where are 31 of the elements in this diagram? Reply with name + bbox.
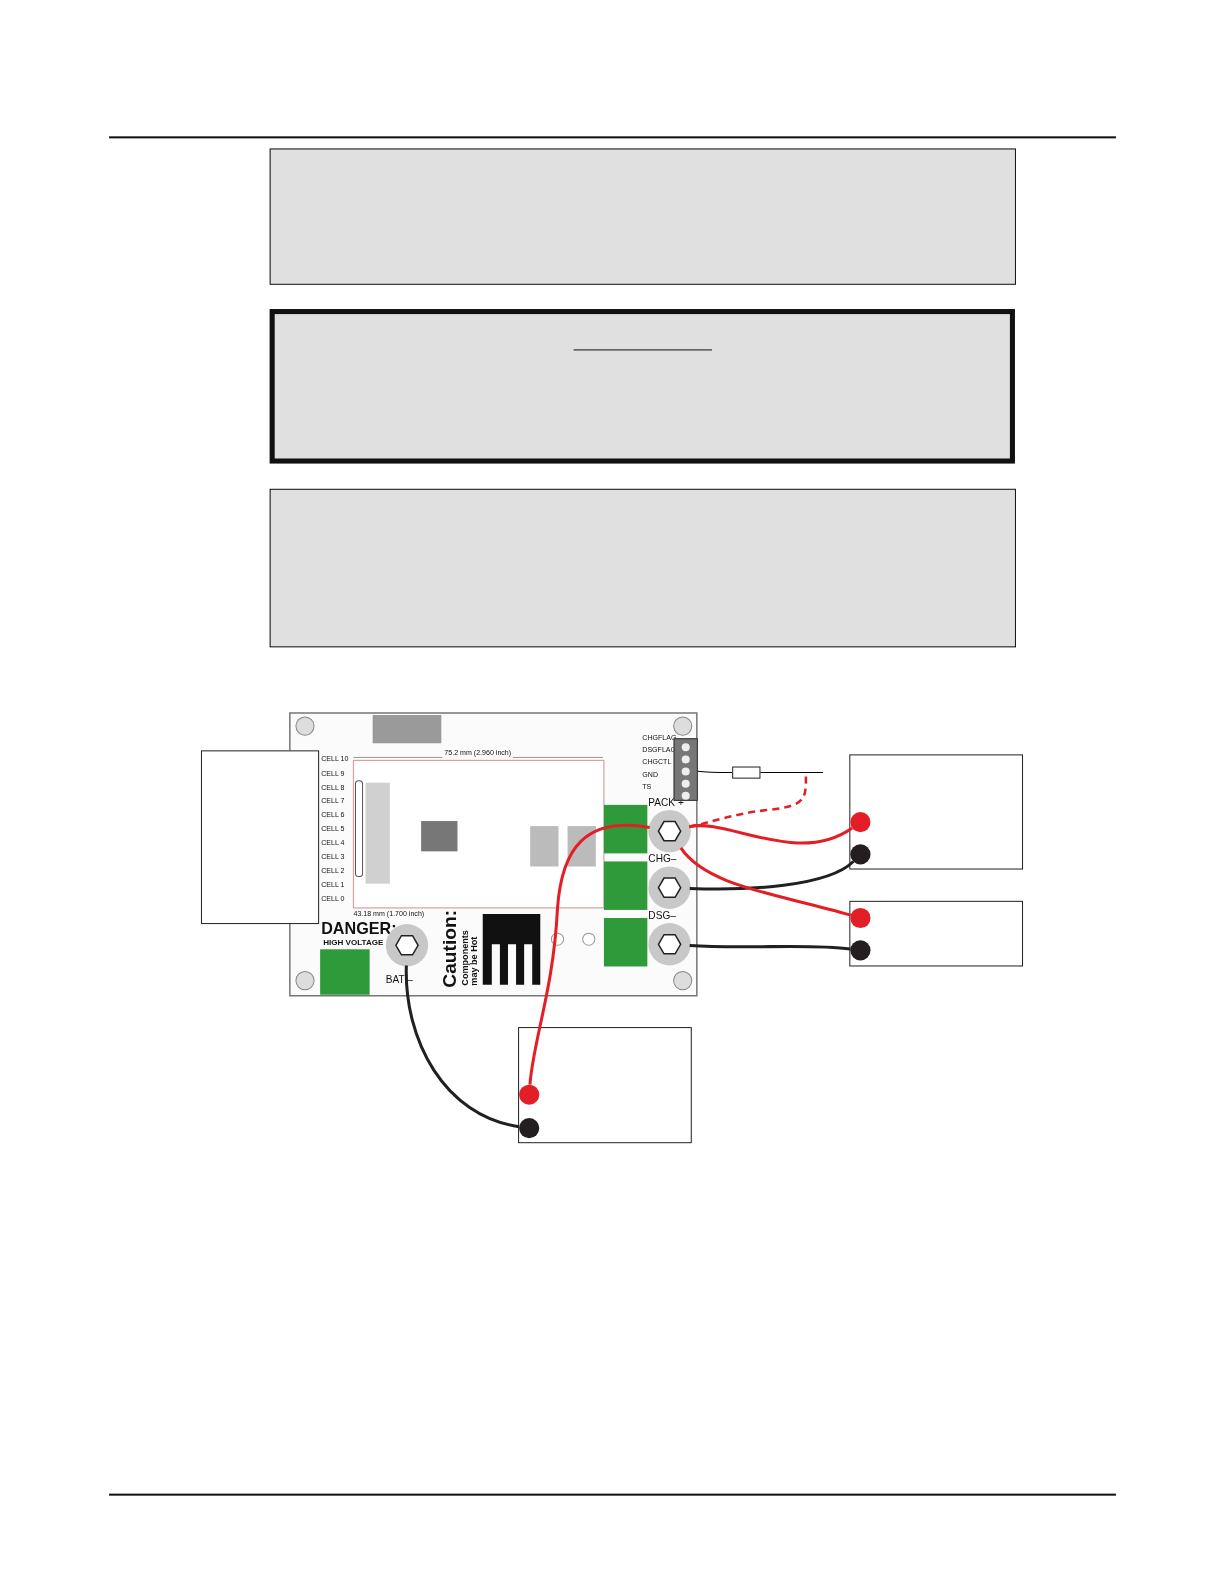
terminal-dot <box>519 1084 540 1105</box>
empty-box <box>849 754 1024 870</box>
terminal-dot <box>850 940 871 961</box>
wire <box>689 860 855 891</box>
note-box <box>269 488 1016 648</box>
caution-text: Components may be Hot <box>460 929 480 986</box>
terminal-label: CHG– <box>648 853 677 865</box>
note-box <box>269 309 1015 464</box>
wire <box>759 772 824 774</box>
empty-box <box>518 1027 692 1144</box>
wire <box>528 823 650 1085</box>
terminal-label: DSG– <box>648 909 676 922</box>
terminal-dot <box>850 844 871 865</box>
wire <box>679 846 852 917</box>
screw-terminal <box>646 910 693 968</box>
wire <box>689 824 853 845</box>
wire <box>697 770 733 774</box>
terminal-dot <box>519 1117 540 1139</box>
wire <box>689 944 851 951</box>
terminal-dot <box>850 811 871 833</box>
empty-box <box>849 900 1024 967</box>
resistor-symbol <box>732 766 761 779</box>
note-box <box>269 148 1016 285</box>
warning-text: HIGH VOLTAGE <box>323 939 384 948</box>
empty-box <box>200 750 320 925</box>
terminal-dot <box>850 907 871 929</box>
screw-terminal <box>646 854 693 911</box>
screw-terminal <box>646 797 693 855</box>
wire <box>404 965 520 1129</box>
warning-heading: DANGER: <box>321 921 397 938</box>
pin-header <box>673 738 698 801</box>
